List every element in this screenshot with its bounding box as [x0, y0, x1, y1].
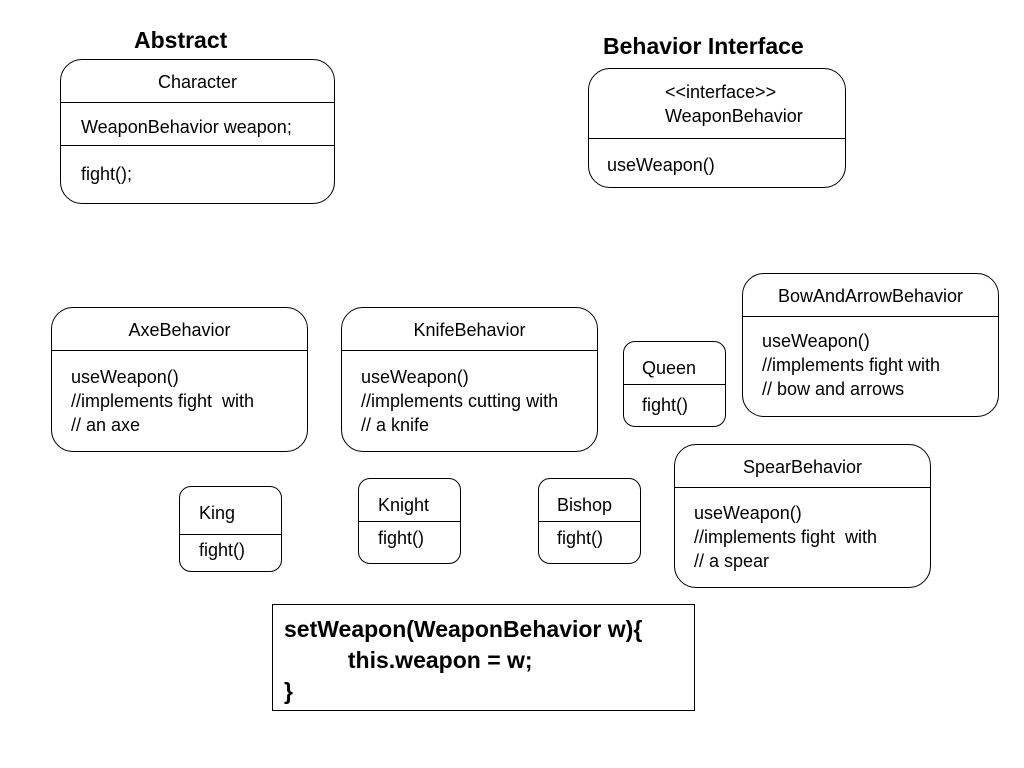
set-weapon-code: setWeapon(WeaponBehavior w){ this.weapon…	[272, 604, 695, 711]
class-axe-behavior: AxeBehavior useWeapon() //implements fig…	[51, 307, 308, 452]
interface-name: WeaponBehavior	[665, 106, 803, 126]
class-name: KnifeBehavior	[413, 320, 526, 340]
behavior-line: //implements cutting with	[361, 391, 559, 411]
code-line: setWeapon(WeaponBehavior w){	[284, 616, 643, 642]
behavior-line: //implements fight with	[694, 527, 878, 547]
class-name: AxeBehavior	[128, 320, 231, 340]
class-method: fight();	[81, 164, 133, 184]
class-name: BowAndArrowBehavior	[777, 286, 964, 306]
interface-stereotype: <<interface>>	[665, 82, 777, 102]
class-method: fight()	[199, 540, 246, 560]
class-queen: Queen fight()	[623, 341, 726, 427]
class-bishop: Bishop fight()	[538, 478, 641, 564]
behavior-line: useWeapon()	[361, 367, 469, 387]
class-method: fight()	[378, 528, 425, 548]
heading-abstract: Abstract	[134, 27, 228, 53]
behavior-line: // a spear	[694, 551, 770, 571]
class-name: Queen	[642, 358, 697, 378]
class-name: Bishop	[557, 495, 613, 515]
heading-behavior-interface: Behavior Interface	[603, 33, 804, 59]
behavior-line: useWeapon()	[694, 503, 802, 523]
interface-weapon-behavior: <<interface>> WeaponBehavior useWeapon()	[588, 68, 846, 188]
class-field: WeaponBehavior weapon;	[81, 117, 292, 137]
class-name: SpearBehavior	[742, 457, 863, 477]
behavior-line: useWeapon()	[71, 367, 179, 387]
behavior-line: // a knife	[361, 415, 430, 435]
behavior-line: //implements fight with	[71, 391, 255, 411]
behavior-line: // bow and arrows	[762, 379, 905, 399]
behavior-line: useWeapon()	[762, 331, 870, 351]
class-name: Knight	[378, 495, 430, 515]
code-line: }	[284, 678, 293, 704]
class-king: King fight()	[179, 486, 282, 572]
class-spear-behavior: SpearBehavior useWeapon() //implements f…	[674, 444, 931, 588]
class-knight: Knight fight()	[358, 478, 461, 564]
behavior-line: // an axe	[71, 415, 141, 435]
class-method: fight()	[642, 395, 689, 415]
class-character: Character WeaponBehavior weapon; fight()…	[60, 59, 335, 204]
interface-method: useWeapon()	[607, 155, 715, 175]
class-method: fight()	[557, 528, 604, 548]
class-bow-and-arrow-behavior: BowAndArrowBehavior useWeapon() //implem…	[742, 273, 999, 417]
class-name: Character	[157, 72, 238, 92]
code-line: this.weapon = w;	[284, 647, 533, 673]
behavior-line: //implements fight with	[762, 355, 941, 375]
class-name: King	[199, 503, 236, 523]
class-knife-behavior: KnifeBehavior useWeapon() //implements c…	[341, 307, 598, 452]
